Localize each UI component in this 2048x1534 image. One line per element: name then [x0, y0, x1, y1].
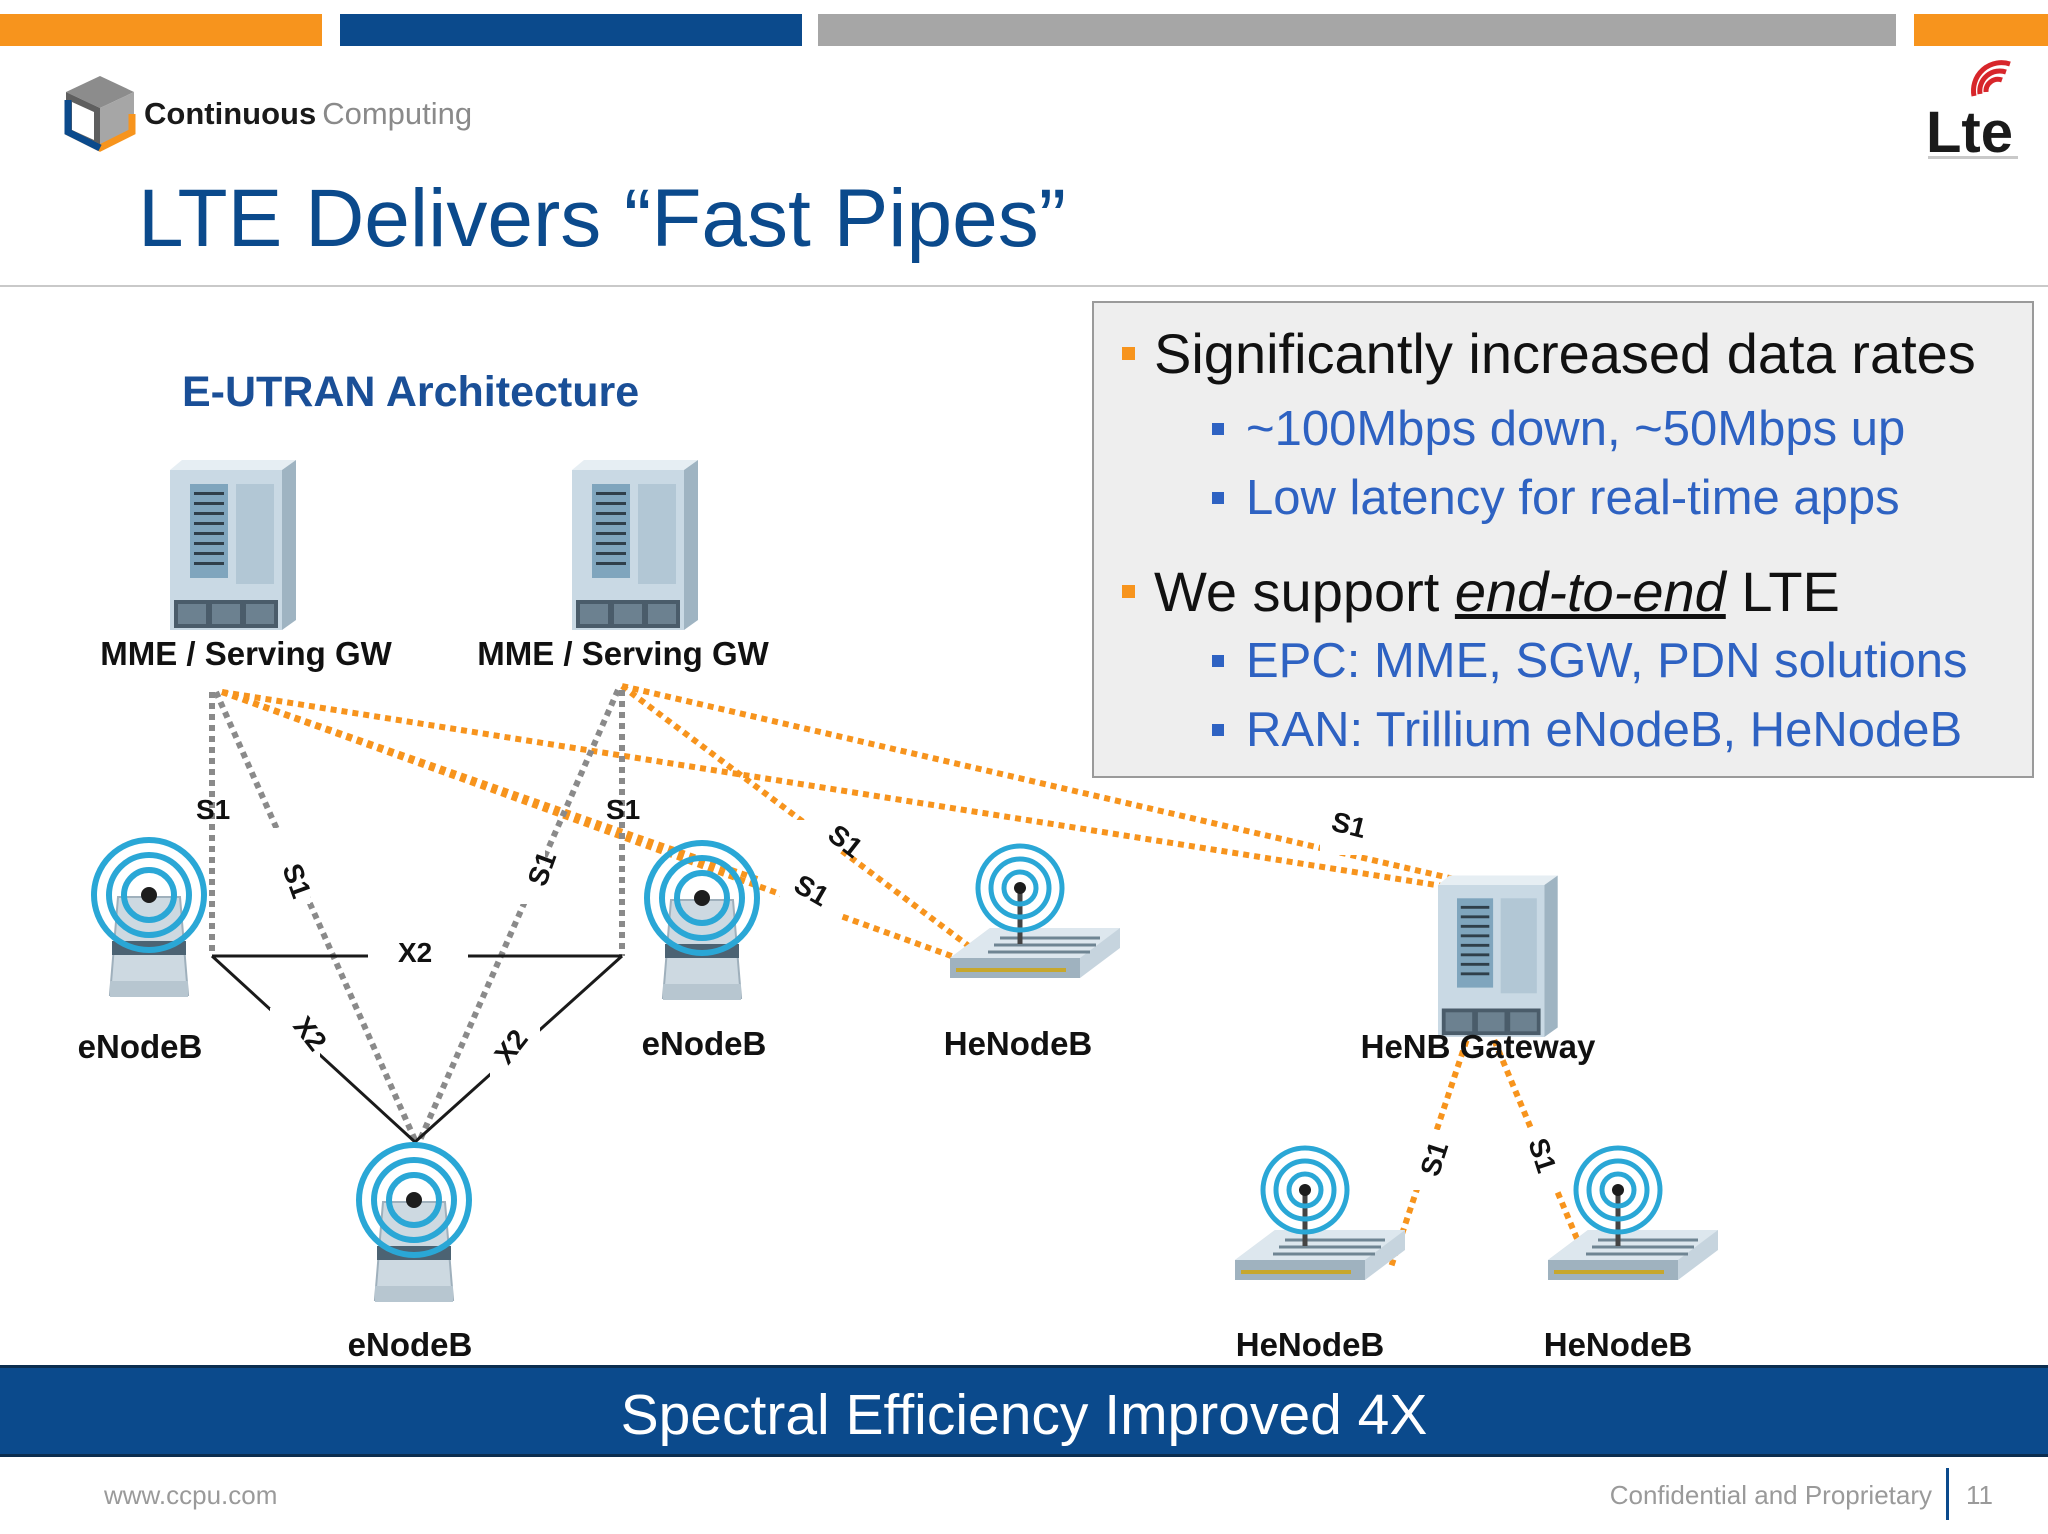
- title-divider: [0, 285, 2048, 287]
- bullet-orange-icon: [1122, 347, 1135, 360]
- node-label-henb-gw: HeNB Gateway: [1361, 1028, 1596, 1065]
- banner-text: Spectral Efficiency Improved 4X: [620, 1383, 1428, 1447]
- bullet-blue-icon: [1212, 724, 1224, 736]
- s1-link-mme2-henb-gw: [621, 683, 1481, 888]
- s1-link-mme1-henb-gw: [221, 689, 1481, 895]
- s1-links-gray: [209, 688, 625, 1142]
- bullet-main-2-emphasis: end-to-end: [1454, 560, 1726, 623]
- henb-gateway-icon: [1438, 875, 1558, 1037]
- header-stripe-gray: [818, 14, 1896, 46]
- s1-link-mme1-enb-bottom: [213, 690, 418, 1142]
- henodeb-bottom-right-icon: [1548, 1148, 1718, 1280]
- mme-serving-gw-1-icon: [170, 460, 296, 630]
- node-label-mme1: MME / Serving GW: [100, 635, 392, 672]
- s1-link-mme1-enb-mid: [221, 689, 761, 883]
- node-label-enb-mid: eNodeB: [642, 1025, 767, 1062]
- footer-confidential: Confidential and Proprietary: [1609, 1480, 1932, 1510]
- bullet-main-2: We support end-to-end LTE: [1154, 559, 1840, 624]
- bullet-sub-2-1: EPC: MME, SGW, PDN solutions: [1246, 634, 1968, 688]
- henodeb-bottom-left-icon: [1235, 1148, 1405, 1280]
- bullet-blue-icon: [1212, 423, 1224, 435]
- link-label-s1-a: S1: [196, 794, 230, 825]
- mme-serving-gw-2-icon: [572, 460, 698, 630]
- link-label-x2-top: X2: [398, 937, 432, 968]
- enodeb-bottom-icon: [359, 1145, 469, 1302]
- bottom-banner: Spectral Efficiency Improved 4X: [0, 1365, 2048, 1457]
- logo-brand-bold: Continuous: [144, 96, 317, 131]
- logo-brand-light: Computing: [322, 96, 473, 131]
- lte-logo-icon: Lte: [1926, 60, 2018, 165]
- bullet-sub-1-2: Low latency for real-time apps: [1246, 471, 1900, 525]
- page-number: 11: [1966, 1480, 1993, 1510]
- node-label-henb-top: HeNodeB: [944, 1025, 1093, 1062]
- key-points-box: Significantly increased data rates ~100M…: [1092, 301, 2034, 778]
- lte-logo-text: Lte: [1926, 100, 2013, 165]
- bullet-blue-icon: [1212, 492, 1224, 504]
- henodeb-top-icon: [950, 846, 1120, 978]
- bullet-main-2-after: LTE: [1725, 560, 1840, 623]
- slide-title: LTE Delivers “Fast Pipes”: [138, 173, 1067, 264]
- node-label-enb-left: eNodeB: [78, 1028, 203, 1065]
- footer-separator: [1946, 1468, 1949, 1520]
- bullet-blue-icon: [1212, 655, 1224, 667]
- s1-link-mme1-henb-top: [220, 689, 992, 973]
- bullet-main-1: Significantly increased data rates: [1154, 322, 1976, 385]
- footer-url: www.ccpu.com: [104, 1480, 278, 1510]
- header-stripe-blue: [340, 14, 802, 46]
- diagram-title: E-UTRAN Architecture: [182, 368, 640, 416]
- bullet-main-2-before: We support: [1154, 560, 1455, 623]
- link-label-s1-b: S1: [606, 794, 640, 825]
- node-label-henb-br: HeNodeB: [1544, 1326, 1693, 1363]
- s1-link-mme2-enb-bottom: [417, 688, 621, 1142]
- bullet-sub-2-2: RAN: Trillium eNodeB, HeNodeB: [1246, 703, 1963, 757]
- header-stripe-orange-left: [0, 14, 322, 46]
- node-label-henb-bl: HeNodeB: [1236, 1326, 1385, 1363]
- bullet-orange-icon: [1122, 585, 1135, 598]
- enodeb-left-icon: [94, 840, 204, 997]
- header-stripe-orange-right: [1914, 14, 2048, 46]
- continuous-computing-logo-icon: [64, 76, 136, 152]
- bullet-sub-1-1: ~100Mbps down, ~50Mbps up: [1246, 402, 1906, 456]
- node-label-mme2: MME / Serving GW: [477, 635, 769, 672]
- node-label-enb-bottom: eNodeB: [348, 1326, 473, 1363]
